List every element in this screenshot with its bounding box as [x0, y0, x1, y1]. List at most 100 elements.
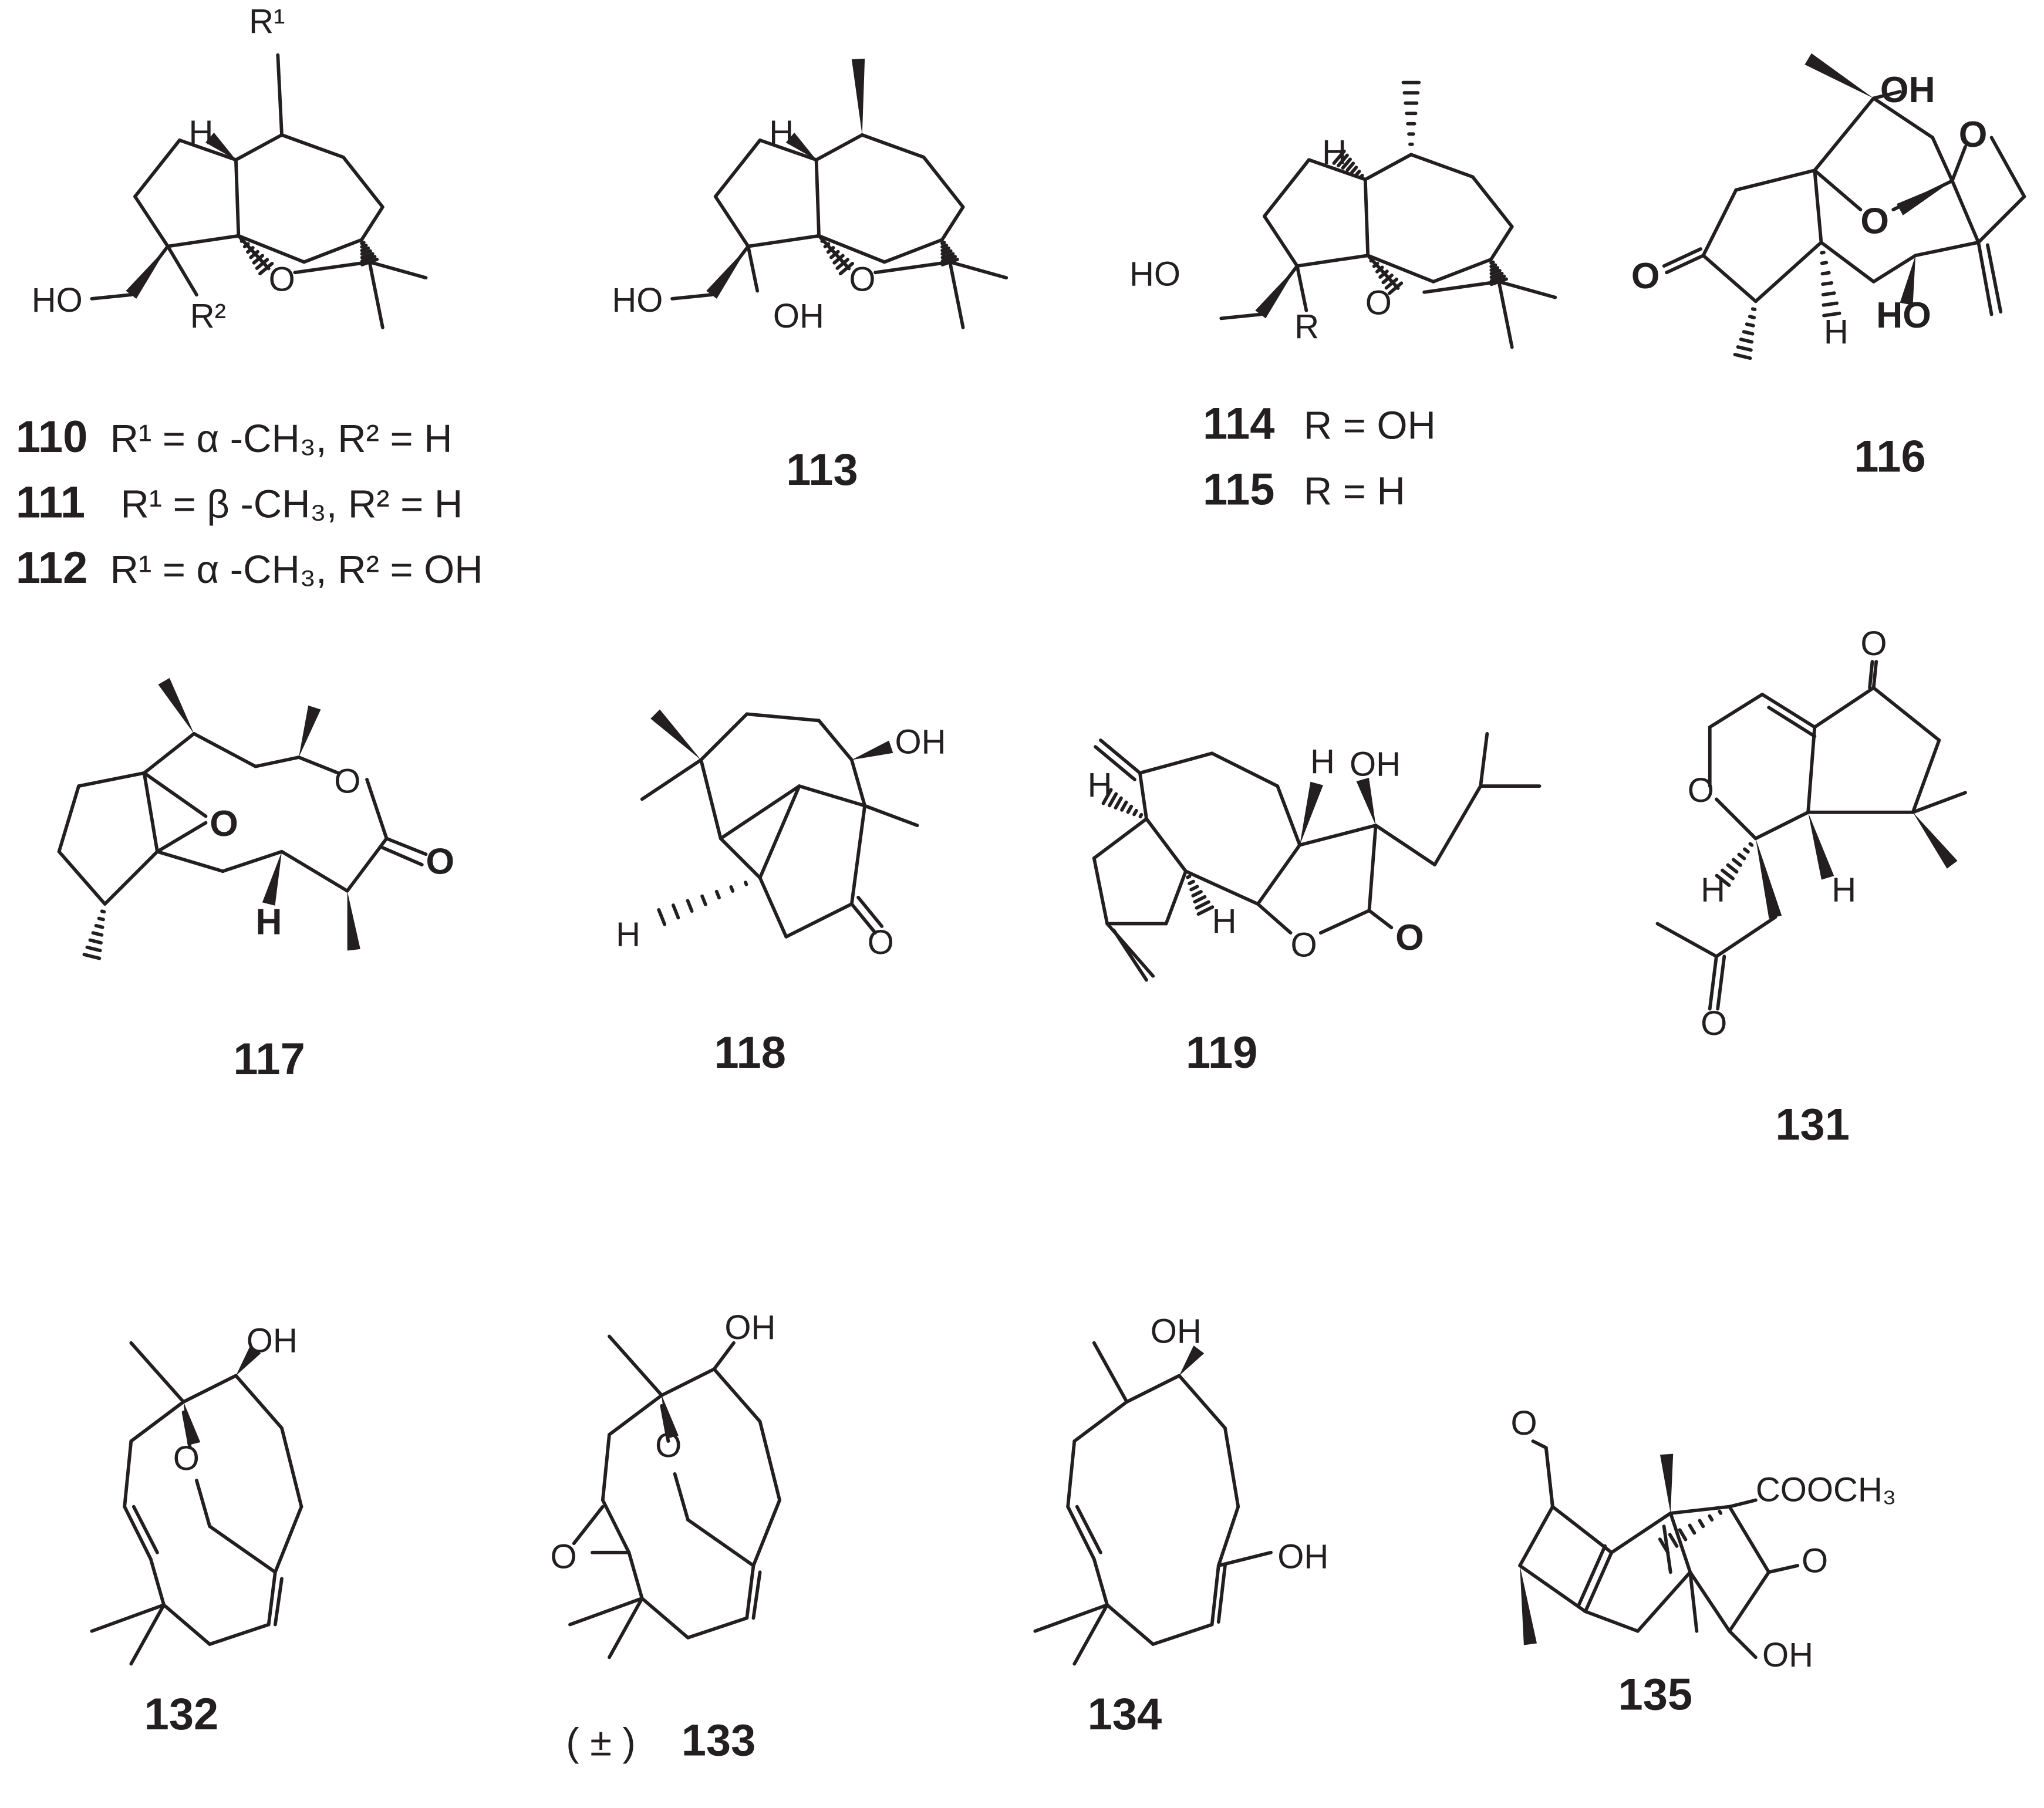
bond [1688, 1570, 1699, 1633]
atom-o: O [1860, 200, 1889, 241]
bond [273, 1577, 284, 1627]
atom-h: H [1212, 902, 1237, 940]
structure-131: O O H H O 131 [1688, 625, 1887, 1150]
bond [820, 238, 826, 243]
bond [1188, 879, 1195, 885]
wedge-bond [662, 1395, 679, 1439]
bond [208, 1623, 271, 1646]
bond [1544, 1446, 1554, 1509]
bond [1950, 179, 1981, 244]
wedge-bond [158, 678, 194, 734]
wedge-bond [1300, 781, 1323, 845]
bond [849, 804, 867, 906]
bond [1739, 338, 1754, 344]
bond [1822, 311, 1841, 318]
bond [1931, 136, 1954, 183]
bond [1219, 312, 1263, 321]
bond-lines [57, 53, 2026, 1666]
atom-oh: OH [724, 1308, 775, 1347]
bond [149, 1557, 166, 1607]
compound-number-110: 110 [16, 412, 87, 462]
bond [673, 1472, 690, 1522]
bond [829, 249, 840, 259]
wedge-bond [706, 246, 748, 299]
bond [601, 1433, 611, 1502]
bond [1367, 909, 1394, 930]
bond [1728, 1629, 1758, 1659]
bond [1668, 1511, 1692, 1574]
compound-number-134: 134 [1088, 1689, 1162, 1739]
bond [1748, 842, 1754, 847]
bond [380, 846, 424, 866]
bond [234, 158, 241, 238]
compound-number-111: 111 [16, 478, 85, 528]
structure-133: OH O O ( ± ) 133 [551, 1308, 776, 1766]
bond [166, 234, 241, 248]
structure-110-112: R¹ H HO R² O 110 R¹ = α -CH₃, R² = H 111… [16, 2, 483, 593]
bond [686, 1518, 755, 1568]
bond [1655, 922, 1718, 959]
bond [360, 246, 370, 252]
compound-number-117: 117 [233, 1034, 305, 1084]
bond [713, 194, 750, 248]
bond [123, 1439, 133, 1509]
bond [640, 758, 703, 801]
bond [940, 252, 955, 259]
bond [360, 252, 375, 259]
bond [1497, 279, 1557, 299]
bond [1721, 868, 1735, 881]
bond [1369, 258, 1375, 263]
atom-oh: OH [247, 1321, 298, 1360]
atom-h: H [1824, 313, 1849, 351]
bond [156, 849, 225, 873]
bond [192, 731, 258, 768]
bond [1223, 1426, 1240, 1509]
bond [254, 755, 301, 768]
bond [1072, 1400, 1129, 1443]
bond [85, 945, 102, 953]
atom-o: O [1959, 114, 1988, 155]
bond [601, 1498, 631, 1554]
bond [856, 895, 884, 928]
bond [1101, 788, 1113, 805]
bond [1583, 1550, 1614, 1614]
bond [365, 778, 389, 841]
bond [1497, 279, 1514, 349]
bond [242, 242, 250, 249]
bond [1813, 168, 1823, 244]
bond [129, 1603, 166, 1666]
bond [1151, 1623, 1214, 1646]
bond [1164, 869, 1188, 926]
bond [608, 1596, 644, 1659]
bond [1662, 247, 1703, 268]
bond [1479, 731, 1489, 788]
bond [1191, 890, 1203, 898]
bond [849, 758, 867, 808]
bond [572, 1505, 605, 1546]
compound-desc-112: R¹ = α -CH₃, R² = OH [110, 548, 483, 592]
structure-113: H HO OH O 113 [612, 114, 875, 495]
bond [1366, 254, 1435, 284]
bond [1489, 263, 1497, 268]
atom-h: H [769, 114, 794, 152]
bond [686, 1616, 749, 1640]
wedge-bond [1913, 812, 1958, 869]
bond [1431, 258, 1493, 284]
bond [234, 133, 284, 162]
bond [246, 246, 255, 254]
wedge-bond [1808, 812, 1834, 880]
bond [1914, 240, 1981, 258]
structure-119: H H OH H O O 119 [1088, 743, 1424, 1078]
bond [1668, 1533, 1679, 1548]
bond [1332, 149, 1346, 165]
bond [1813, 168, 1863, 212]
bond [1132, 808, 1138, 817]
bond [712, 1367, 762, 1424]
bond [129, 1400, 185, 1443]
bond [784, 902, 854, 939]
compound-number-113: 113 [786, 445, 858, 495]
bond [1114, 796, 1123, 810]
bond [1813, 96, 1876, 173]
atom-oh: OH [895, 723, 946, 761]
bond [1341, 157, 1352, 170]
